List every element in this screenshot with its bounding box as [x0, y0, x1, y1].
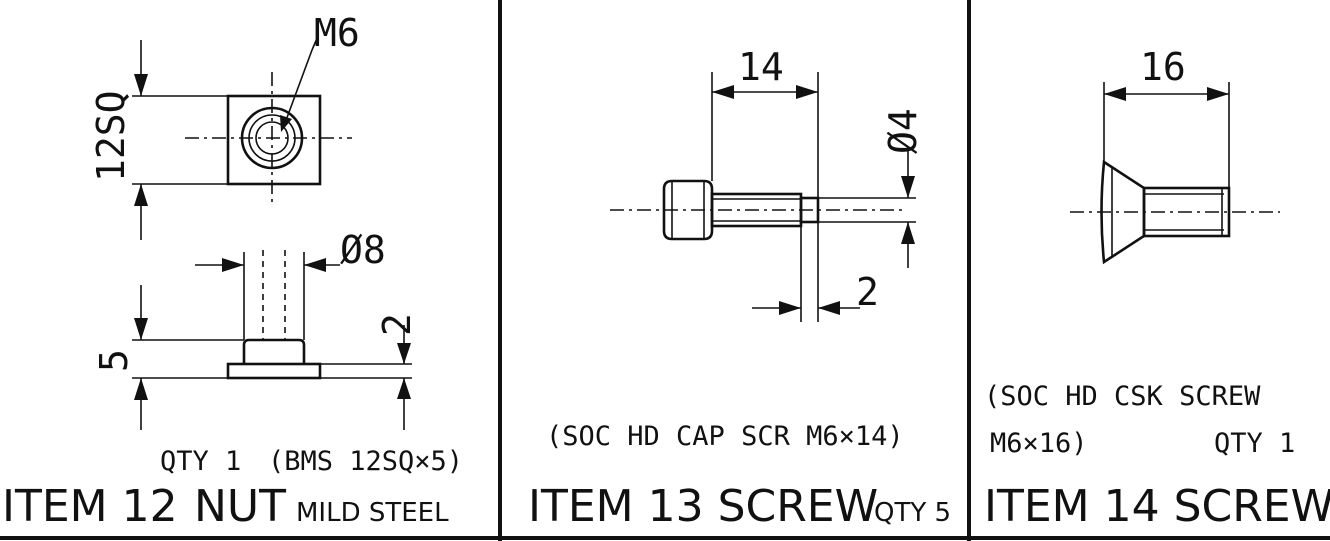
item12-height-label: 5 — [92, 349, 136, 372]
item13-step-dimension: 2 — [752, 222, 879, 322]
item13-screw-view — [610, 179, 905, 241]
item12-elevation-view — [226, 250, 322, 380]
item12-height-dimension: 5 — [92, 285, 244, 430]
item12-panel: M6 12SQ Ø8 — [2, 11, 463, 532]
item12-square-dimension: 12SQ — [89, 40, 228, 240]
item14-qty: QTY 1 — [1214, 428, 1295, 459]
item14-length-dimension: 16 — [1103, 45, 1230, 188]
item12-square-label: 12SQ — [89, 90, 133, 182]
item12-stock: (BMS 12SQ×5) — [268, 446, 463, 477]
item13-spec: (SOC HD CAP SCR M6×14) — [546, 421, 904, 452]
item12-boss-diameter-label: Ø8 — [340, 228, 386, 272]
item14-spec-line1: (SOC HD CSK SCREW — [984, 381, 1261, 412]
item12-thread-label: M6 — [314, 11, 360, 55]
item13-diameter-dimension: Ø4 — [818, 108, 925, 268]
item14-length-label: 16 — [1140, 45, 1186, 89]
item12-flange-label: 2 — [375, 313, 419, 336]
item12-boss-diameter-dimension: Ø8 — [195, 228, 386, 340]
item14-panel: 16 (SOC HD CSK SCREW M6×16) QTY 1 ITEM 1… — [984, 45, 1330, 532]
item14-spec-line2: M6×16) — [990, 428, 1088, 459]
item12-title-name: NUT — [194, 481, 286, 532]
item14-screw-view — [1070, 159, 1280, 265]
item12-qty: QTY 1 — [160, 446, 241, 477]
item13-step-label: 2 — [856, 270, 879, 314]
item13-diameter-label: Ø4 — [881, 108, 925, 154]
item12-plan-view — [185, 72, 352, 205]
item12-material: MILD STEEL — [296, 498, 449, 528]
item13-qty: QTY 5 — [874, 498, 951, 528]
item12-flange-dimension: 2 — [320, 313, 419, 430]
item12-title-prefix: ITEM 12 — [2, 481, 178, 532]
item13-title: ITEM 13 SCREW — [528, 481, 878, 532]
item14-title: ITEM 14 SCREW — [984, 481, 1330, 532]
item13-panel: 14 Ø4 2 (SOC HD CAP SCR M6×14) ITEM 13 S… — [528, 45, 951, 532]
item13-length-label: 14 — [738, 45, 784, 89]
item12-thread-leader: M6 — [280, 11, 360, 132]
item13-length-dimension: 14 — [711, 45, 819, 198]
